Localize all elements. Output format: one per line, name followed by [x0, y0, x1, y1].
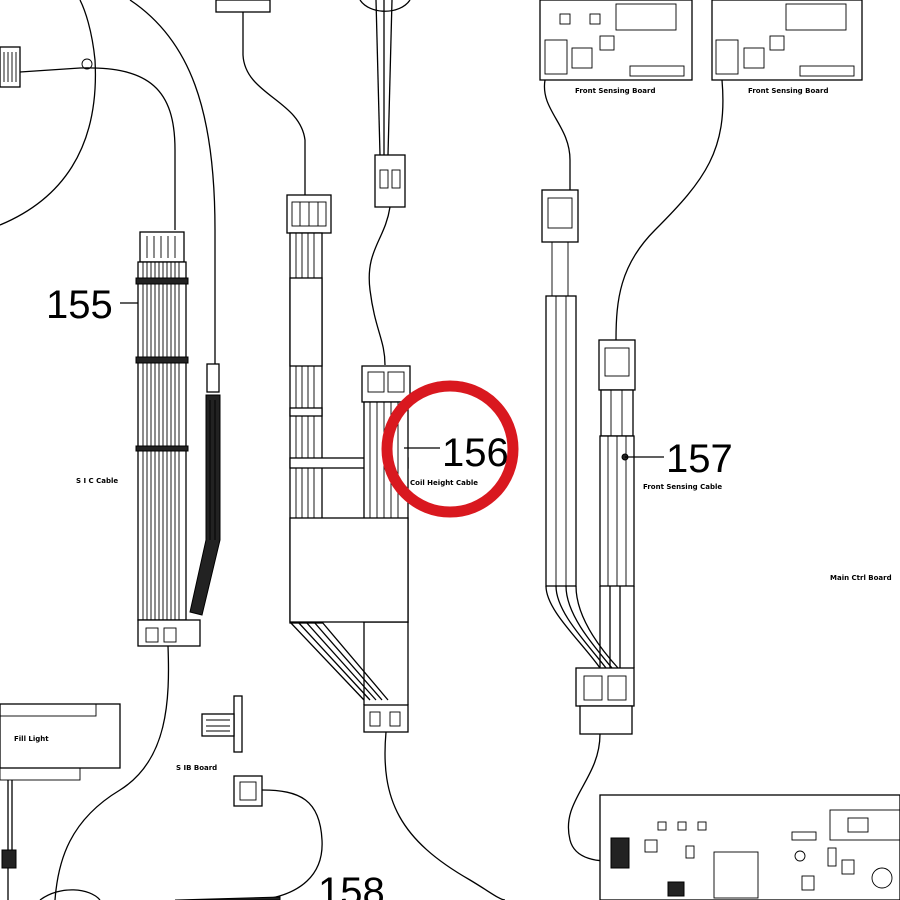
- callout-155: 155: [46, 283, 113, 327]
- cable-156: [286, 194, 506, 900]
- callout-158: 158: [318, 870, 385, 900]
- callout-157: 157: [666, 437, 733, 481]
- side-plug: [189, 363, 221, 616]
- cable-155: [54, 231, 201, 900]
- label-main-board: Main Ctrl Board: [830, 574, 892, 582]
- small-board-158: [174, 695, 323, 900]
- label-board-right: Front Sensing Board: [748, 87, 828, 95]
- main-board: [599, 794, 900, 900]
- label-cable-left: S I C Cable: [76, 477, 118, 485]
- background-wires: [0, 0, 411, 365]
- callout-156: 156: [442, 431, 509, 475]
- fill-light-box: [0, 703, 121, 900]
- top-connector: [215, 0, 271, 13]
- label-small-board: S IB Board: [176, 764, 217, 772]
- cable-157: [541, 189, 664, 862]
- left-connector: [0, 46, 21, 88]
- highlight-circle-156: [381, 380, 519, 518]
- label-cable-156: Coil Height Cable: [410, 479, 478, 487]
- label-board-left: Front Sensing Board: [575, 87, 655, 95]
- top-center-connector: [368, 0, 406, 366]
- label-box-left: Fill Light: [14, 735, 49, 743]
- front-sensing-board-left: [539, 0, 693, 190]
- front-sensing-board-right: [615, 0, 863, 341]
- label-cable-157: Front Sensing Cable: [643, 483, 722, 491]
